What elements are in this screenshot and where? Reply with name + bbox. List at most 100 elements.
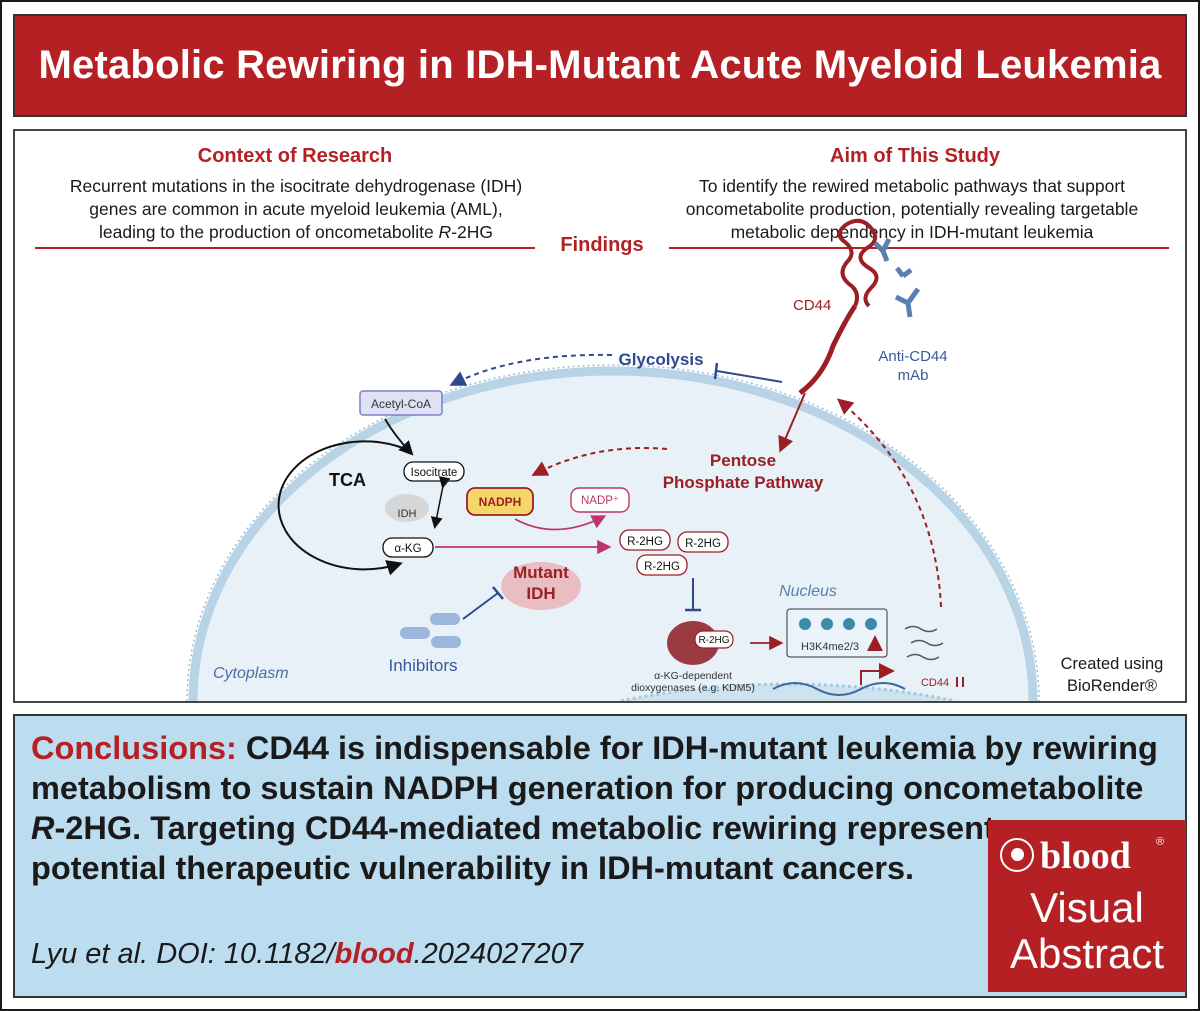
histone-panel [786, 608, 888, 658]
aim-line-2: oncometabolite production, potentially r… [685, 199, 1139, 219]
context-line-3-italic: R [438, 222, 452, 242]
created-line-1: Created using [1060, 655, 1164, 673]
inhibitors-label: Inhibitors [389, 656, 458, 675]
citation-suffix: .2024027207 [413, 938, 583, 970]
acetyl-coa-box [359, 390, 443, 416]
dioxygenase-label-2: dioxygenases (e.g. KDM5) [631, 682, 755, 694]
cd44-upregulated-icon [956, 677, 964, 687]
logo-visual: Visual [1030, 884, 1144, 931]
context-text: Recurrent mutations in the isocitrate de… [33, 175, 559, 244]
cytoplasm-label: Cytoplasm [213, 665, 289, 682]
glycolysis-inhibition-line [716, 370, 783, 383]
blood-visual-abstract-logo: blood ® Visual Abstract [988, 820, 1186, 992]
citation-journal: blood [334, 938, 414, 970]
citation-prefix: Lyu et al. DOI: 10.1182/ [31, 938, 335, 970]
findings-heading: Findings [535, 234, 669, 257]
context-line-1: Recurrent mutations in the isocitrate de… [69, 176, 523, 196]
aim-line-1: To identify the rewired metabolic pathwa… [698, 176, 1126, 196]
r2hg-label: R-2HG [685, 538, 721, 550]
nadp-box [570, 487, 630, 513]
findings-divider-left [35, 247, 535, 249]
transcription-arrow [860, 663, 895, 685]
conclusions-body-italic: R [31, 810, 55, 846]
nucleosome-icons [799, 618, 877, 630]
findings-diagram: CD44 Anti-CD44 mAb Glycolysis Acetyl-CoA… [186, 218, 1040, 701]
mutant-idh-label-2: IDH [526, 584, 555, 603]
aim-line-3: metabolic dependency in IDH-mutant leuke… [730, 222, 1094, 242]
mrna-icons [904, 625, 944, 661]
r2hg-pill [619, 529, 671, 551]
nadph-to-nadp-arrow [514, 515, 607, 531]
glycolysis-inhibition-bar [713, 362, 719, 380]
aim-heading: Aim of This Study [830, 145, 1000, 167]
ppp-label-1: Pentose [710, 451, 776, 470]
context-line-3: leading to the production of oncometabol… [33, 221, 559, 244]
anti-cd44-label-2: mAb [898, 367, 929, 384]
idh-enzyme-icon [385, 494, 429, 522]
h3k4-label: H3K4me2/3 [801, 641, 859, 653]
page-title: Metabolic Rewiring in IDH-Mutant Acute M… [38, 43, 1162, 87]
ppp-label-2: Phosphate Pathway [663, 473, 824, 492]
r2hg-bound-label: R-2HG [698, 635, 729, 646]
idh-conversion-arrow [430, 475, 451, 529]
logo-brand: blood [1040, 835, 1131, 877]
tca-cycle-arrow [277, 440, 411, 576]
dioxygenase-label-1: α-KG-dependent [654, 670, 732, 682]
glycolysis-label: Glycolysis [618, 350, 703, 369]
feedback-arrow [836, 398, 942, 608]
idh-label: IDH [398, 508, 417, 520]
akg-label: α-KG [394, 543, 421, 555]
isocitrate-label: Isocitrate [411, 467, 458, 479]
r2hg-bound-pill [694, 630, 734, 649]
tca-label: TCA [329, 470, 366, 490]
cd44-label: CD44 [793, 297, 831, 314]
membrane-outer-line [186, 364, 1040, 701]
created-line-2: BioRender® [1066, 677, 1158, 695]
r2hg-cluster: R-2HG R-2HG R-2HG [619, 529, 729, 576]
inhibitor-line [462, 592, 499, 620]
mutant-idh-label-1: Mutant [513, 563, 569, 582]
citation: Lyu et al. DOI: 10.1182/blood.2024027207 [31, 938, 583, 971]
akg-pill [382, 537, 434, 558]
cd44-expression-label: CD44 [921, 677, 949, 689]
findings-panel: Context of Research Recurrent mutations … [13, 129, 1187, 703]
conclusions-label: Conclusions: [31, 730, 237, 766]
context-line-2: genes are common in acute myeloid leukem… [89, 199, 503, 219]
cell-cytoplasm [193, 371, 1033, 701]
r2hg-pill [636, 554, 688, 576]
conclusions-body-2: -2HG. Targeting CD44-mediated metabolic … [31, 810, 1040, 886]
aim-text: To identify the rewired metabolic pathwa… [647, 175, 1177, 244]
anti-cd44-label-1: Anti-CD44 [878, 348, 947, 365]
mutant-idh-enzyme-icon [501, 562, 581, 610]
inhibitor-bar [492, 586, 504, 600]
logo-abstract: Abstract [1009, 930, 1165, 977]
findings-divider-right [669, 247, 1169, 249]
r2hg-label: R-2HG [644, 561, 680, 573]
antibody-icon [873, 237, 921, 318]
title-banner: Metabolic Rewiring in IDH-Mutant Acute M… [13, 14, 1187, 117]
nadph-label: NADPH [479, 495, 522, 509]
context-heading: Context of Research [197, 145, 393, 167]
conclusions-panel: Conclusions: CD44 is indispensable for I… [13, 714, 1187, 998]
glycolysis-arrow [449, 353, 613, 386]
logo-registered-mark: ® [1156, 836, 1165, 848]
inhibitor-pills-icon [400, 613, 461, 648]
conclusions-body-1: CD44 is indispensable for IDH-mutant leu… [31, 730, 1158, 806]
dna-strand [772, 682, 906, 696]
cd44-to-ppp-arrow [778, 392, 806, 453]
r2hg-label: R-2HG [627, 536, 663, 548]
cd44-receptor [798, 218, 879, 396]
cell-membrane [188, 366, 1038, 701]
conclusions-text: Conclusions: CD44 is indispensable for I… [31, 728, 1161, 888]
context-line-3-suffix: -2HG [451, 222, 493, 242]
created-using-note: Created using BioRender® [1037, 653, 1185, 697]
acetyl-coa-label: Acetyl-CoA [371, 397, 431, 411]
society-seal-icon [1000, 838, 1034, 872]
context-line-3-prefix: leading to the production of oncometabol… [99, 222, 439, 242]
nadph-box [466, 487, 534, 516]
r2hg-pill [677, 531, 729, 553]
ppp-to-nadph-arrow [531, 447, 668, 476]
nadp-label: NADP⁺ [581, 495, 619, 507]
nucleus-label: Nucleus [779, 583, 837, 600]
